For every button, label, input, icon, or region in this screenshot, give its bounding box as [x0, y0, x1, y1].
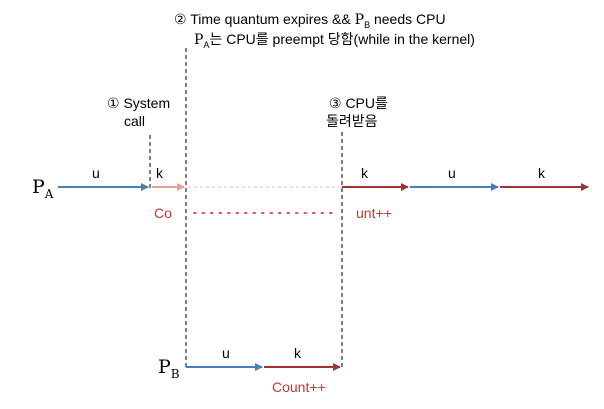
pa-seg-k1-label: k [156, 165, 164, 181]
pa-seg-k3-label: k [538, 165, 546, 181]
process-a-label: PA [32, 176, 54, 201]
pa-count-left: Co [154, 205, 172, 221]
pa-seg-u2-label: u [448, 165, 456, 181]
event3-line2: 돌려받음 [326, 113, 378, 129]
pa-count-right: unt++ [356, 205, 392, 221]
event3-line1: ③ CPU를 [329, 95, 388, 111]
pb-count-label: Count++ [272, 379, 326, 395]
pb-seg-u-label: u [222, 345, 230, 361]
event2-line2: PA는 CPU를 preempt 당함(while in the kernel) [194, 31, 475, 50]
event2-line1: ② Time quantum expires && PB needs CPU [174, 11, 446, 30]
pa-seg-k2-label: k [361, 165, 369, 181]
event1-line1: ① System [107, 95, 170, 111]
pb-seg-k-label: k [294, 345, 302, 361]
pa-seg-u1-label: u [92, 165, 100, 181]
event1-line2: call [124, 113, 145, 129]
process-b-label: PB [158, 356, 180, 381]
